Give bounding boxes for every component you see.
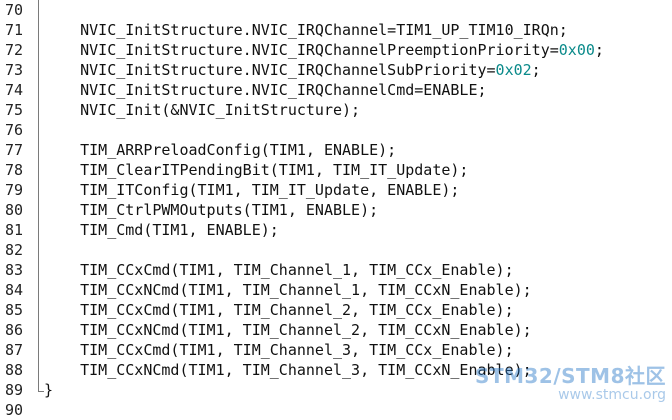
code-text: TIM_ClearITPendingBit(TIM1, TIM_IT_Updat… [44,160,468,180]
line-number: 74 [5,81,24,99]
code-text: NVIC_InitStructure.NVIC_IRQChannelSubPri… [44,60,541,80]
code-token: NVIC_InitStructure.NVIC_IRQChannelCmd=EN… [44,81,487,99]
code-line[interactable]: 73 NVIC_InitStructure.NVIC_IRQChannelSub… [0,60,672,80]
code-text: TIM_CtrlPWMOutputs(TIM1, ENABLE); [44,200,378,220]
code-token: TIM_ARRPreloadConfig(TIM1, ENABLE); [44,141,397,159]
line-number: 81 [5,221,24,239]
line-number: 90 [5,401,24,419]
code-token: TIM_Cmd(TIM1, ENABLE); [44,221,279,239]
code-text: NVIC_InitStructure.NVIC_IRQChannelCmd=EN… [44,80,487,100]
code-text: } [44,380,53,400]
code-token: TIM_CCxCmd(TIM1, TIM_Channel_3, TIM_CCx_… [44,341,514,359]
code-fold-end-marker [38,391,44,392]
code-token: TIM_ClearITPendingBit(TIM1, TIM_IT_Updat… [44,161,469,179]
code-line[interactable]: 88 TIM_CCxNCmd(TIM1, TIM_Channel_3, TIM_… [0,360,672,380]
code-token: TIM_CCxNCmd(TIM1, TIM_Channel_2, TIM_CCx… [44,321,532,339]
code-line[interactable]: 77 TIM_ARRPreloadConfig(TIM1, ENABLE); [0,140,672,160]
code-text: TIM_ARRPreloadConfig(TIM1, ENABLE); [44,140,396,160]
code-line[interactable]: 79 TIM_ITConfig(TIM1, TIM_IT_Update, ENA… [0,180,672,200]
code-token: NVIC_InitStructure.NVIC_IRQChannelSubPri… [44,61,496,79]
code-text: TIM_CCxCmd(TIM1, TIM_Channel_1, TIM_CCx_… [44,260,514,280]
code-line[interactable]: 85 TIM_CCxCmd(TIM1, TIM_Channel_2, TIM_C… [0,300,672,320]
line-number: 85 [5,301,24,319]
code-token: TIM_CtrlPWMOutputs(TIM1, ENABLE); [44,201,379,219]
line-number: 79 [5,181,24,199]
code-token: TIM_CCxCmd(TIM1, TIM_Channel_1, TIM_CCx_… [44,261,514,279]
line-number: 75 [5,101,24,119]
line-number: 72 [5,41,24,59]
line-number: 73 [5,61,24,79]
code-line[interactable]: 72 NVIC_InitStructure.NVIC_IRQChannelPre… [0,40,672,60]
line-number: 76 [5,121,24,139]
code-text: TIM_ITConfig(TIM1, TIM_IT_Update, ENABLE… [44,180,459,200]
line-number: 88 [5,361,24,379]
code-token: ; [594,41,604,59]
code-line[interactable]: 90 [0,400,672,420]
code-line[interactable]: 86 TIM_CCxNCmd(TIM1, TIM_Channel_2, TIM_… [0,320,672,340]
line-number: 89 [5,381,24,399]
code-token: NVIC_InitStructure.NVIC_IRQChannelPreemp… [44,41,559,59]
line-number: 84 [5,281,24,299]
code-text: TIM_CCxCmd(TIM1, TIM_Channel_2, TIM_CCx_… [44,300,514,320]
code-token: NVIC_InitStructure.NVIC_IRQChannel=TIM1_… [44,21,568,39]
code-line[interactable]: 87 TIM_CCxCmd(TIM1, TIM_Channel_3, TIM_C… [0,340,672,360]
code-line[interactable]: 75 NVIC_Init(&NVIC_InitStructure); [0,100,672,120]
code-token: NVIC_Init(&NVIC_InitStructure); [44,101,361,119]
line-number-gutter [0,0,36,419]
code-text: TIM_CCxCmd(TIM1, TIM_Channel_3, TIM_CCx_… [44,340,514,360]
code-text: NVIC_Init(&NVIC_InitStructure); [44,100,360,120]
code-line[interactable]: 81 TIM_Cmd(TIM1, ENABLE); [0,220,672,240]
line-number: 87 [5,341,24,359]
line-number: 80 [5,201,24,219]
line-number: 82 [5,241,24,259]
code-line[interactable]: 71 NVIC_InitStructure.NVIC_IRQChannel=TI… [0,20,672,40]
number-literal: 0x00 [558,41,595,59]
line-number: 78 [5,161,24,179]
number-literal: 0x02 [495,61,532,79]
code-fold-line [38,0,39,392]
line-number: 77 [5,141,24,159]
code-line[interactable]: 82 [0,240,672,260]
line-number: 83 [5,261,24,279]
code-text: NVIC_InitStructure.NVIC_IRQChannel=TIM1_… [44,20,568,40]
code-token: TIM_CCxCmd(TIM1, TIM_Channel_2, TIM_CCx_… [44,301,514,319]
code-token: TIM_ITConfig(TIM1, TIM_IT_Update, ENABLE… [44,181,460,199]
code-line[interactable]: 74 NVIC_InitStructure.NVIC_IRQChannelCmd… [0,80,672,100]
code-line[interactable]: 80 TIM_CtrlPWMOutputs(TIM1, ENABLE); [0,200,672,220]
code-text: TIM_CCxNCmd(TIM1, TIM_Channel_3, TIM_CCx… [44,360,532,380]
code-token: TIM_CCxNCmd(TIM1, TIM_Channel_1, TIM_CCx… [44,281,532,299]
code-token: TIM_CCxNCmd(TIM1, TIM_Channel_3, TIM_CCx… [44,361,532,379]
code-token: ; [531,61,541,79]
code-text: NVIC_InitStructure.NVIC_IRQChannelPreemp… [44,40,604,60]
line-number: 86 [5,321,24,339]
code-line[interactable]: 84 TIM_CCxNCmd(TIM1, TIM_Channel_1, TIM_… [0,280,672,300]
line-number: 70 [5,1,24,19]
code-text: TIM_Cmd(TIM1, ENABLE); [44,220,279,240]
code-line[interactable]: 78 TIM_ClearITPendingBit(TIM1, TIM_IT_Up… [0,160,672,180]
code-line[interactable]: 89} [0,380,672,400]
code-line[interactable]: 83 TIM_CCxCmd(TIM1, TIM_Channel_1, TIM_C… [0,260,672,280]
code-text: TIM_CCxNCmd(TIM1, TIM_Channel_1, TIM_CCx… [44,280,532,300]
code-line[interactable]: 70 [0,0,672,20]
line-number: 71 [5,21,24,39]
code-line[interactable]: 76 [0,120,672,140]
code-token: } [44,381,54,399]
code-text: TIM_CCxNCmd(TIM1, TIM_Channel_2, TIM_CCx… [44,320,532,340]
